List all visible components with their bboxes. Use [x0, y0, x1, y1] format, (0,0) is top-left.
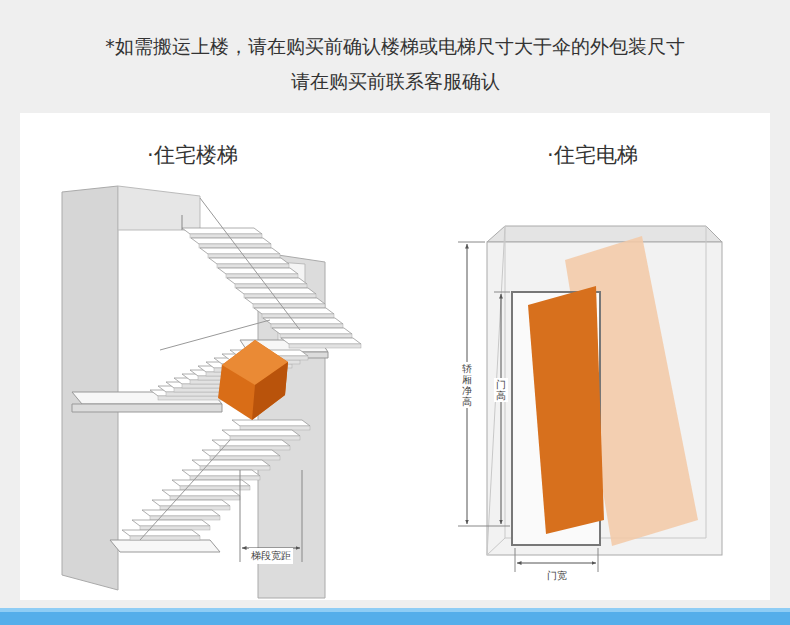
stair-riser: [200, 466, 270, 470]
white-panel: [20, 113, 770, 600]
stair-riser: [170, 496, 240, 500]
dimension-label: 轿厢净高: [460, 362, 474, 408]
stair-step: [122, 530, 200, 536]
stair-riser: [280, 334, 352, 338]
stair-step: [152, 500, 230, 506]
stair-step: [182, 470, 260, 476]
stair-riser: [262, 314, 334, 318]
stair-step: [212, 440, 290, 446]
stair-riser: [240, 426, 310, 430]
stair-riser: [190, 234, 262, 238]
stair-riser: [289, 344, 361, 348]
blue-bar-light: [0, 608, 790, 612]
stair-step: [245, 298, 325, 304]
dimension-label: 门宽: [545, 568, 569, 584]
stair-step: [202, 450, 280, 456]
stair-step: [222, 430, 300, 436]
stair-step: [142, 510, 220, 516]
stair-step: [263, 318, 343, 324]
stair-step: [132, 520, 210, 526]
stair-step: [272, 328, 352, 334]
stair-riser: [230, 436, 300, 440]
stair-step: [172, 480, 250, 486]
stair-step: [227, 278, 307, 284]
section-heading: ·住宅电梯: [547, 141, 638, 169]
stair-step: [192, 460, 270, 466]
stair-step: [162, 490, 240, 496]
elevator-illustration: [458, 226, 722, 572]
stair-step: [254, 308, 334, 314]
dimension-label: 门高: [494, 378, 508, 402]
stair-riser: [253, 304, 325, 308]
stair-step: [236, 288, 316, 294]
stair-step: [218, 268, 298, 274]
stair-riser: [235, 284, 307, 288]
blue-bar: [0, 608, 790, 625]
stair-riser: [158, 396, 228, 400]
title: *如需搬运上楼，请在购买前确认楼梯或电梯尺寸大于伞的外包装尺寸: [105, 34, 685, 60]
stair-step: [281, 338, 361, 344]
stair-step: [232, 420, 310, 426]
dimension-label: 梯段宽距: [249, 548, 293, 564]
stair-riser: [244, 294, 316, 298]
note-text: 请在购买前联系客服确认: [291, 69, 500, 95]
stair-riser: [271, 324, 343, 328]
staircase-illustration: [62, 186, 361, 598]
stair-riser: [220, 446, 290, 450]
section-heading: ·住宅楼梯: [147, 141, 238, 169]
stair-step: [182, 228, 262, 234]
stair-riser: [226, 274, 298, 278]
stair-riser: [190, 476, 260, 480]
stair-riser: [210, 456, 280, 460]
